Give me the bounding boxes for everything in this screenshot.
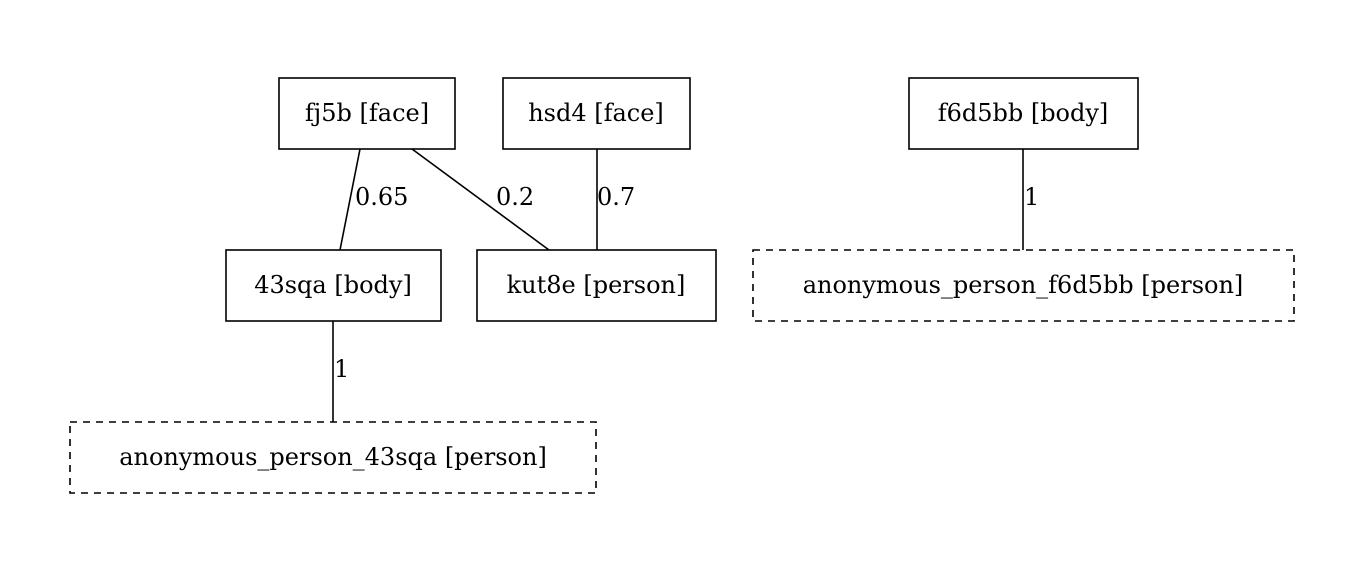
edge-fj5b-kut8e: 0.2: [411, 148, 550, 251]
edge-label: 1: [334, 355, 349, 383]
node-label: anonymous_person_f6d5bb [person]: [803, 271, 1244, 299]
node-43sqa[interactable]: 43sqa [body]: [225, 249, 442, 322]
node-kut8e[interactable]: kut8e [person]: [476, 249, 717, 322]
node-label: fj5b [face]: [305, 99, 429, 127]
node-label: f6d5bb [body]: [938, 99, 1109, 127]
edge-hsd4-kut8e: 0.7: [596, 149, 635, 250]
edge-f6d5bb-anon: 1: [1022, 149, 1039, 250]
edge-label: 0.65: [355, 183, 408, 211]
edge-fj5b-43sqa: 0.65: [339, 148, 408, 251]
node-fj5b[interactable]: fj5b [face]: [278, 77, 456, 150]
node-anon-43sqa[interactable]: anonymous_person_43sqa [person]: [69, 421, 597, 494]
node-label: 43sqa [body]: [254, 271, 412, 299]
node-label: anonymous_person_43sqa [person]: [119, 443, 547, 471]
node-label: kut8e [person]: [507, 271, 686, 299]
edge-label: 1: [1024, 183, 1039, 211]
node-f6d5bb[interactable]: f6d5bb [body]: [908, 77, 1139, 150]
edge-43sqa-anon: 1: [332, 321, 349, 422]
node-anon-f6d5bb[interactable]: anonymous_person_f6d5bb [person]: [752, 249, 1295, 322]
node-hsd4[interactable]: hsd4 [face]: [502, 77, 691, 150]
node-label: hsd4 [face]: [528, 99, 664, 127]
edge-label: 0.2: [496, 183, 534, 211]
edge-label: 0.7: [597, 183, 635, 211]
